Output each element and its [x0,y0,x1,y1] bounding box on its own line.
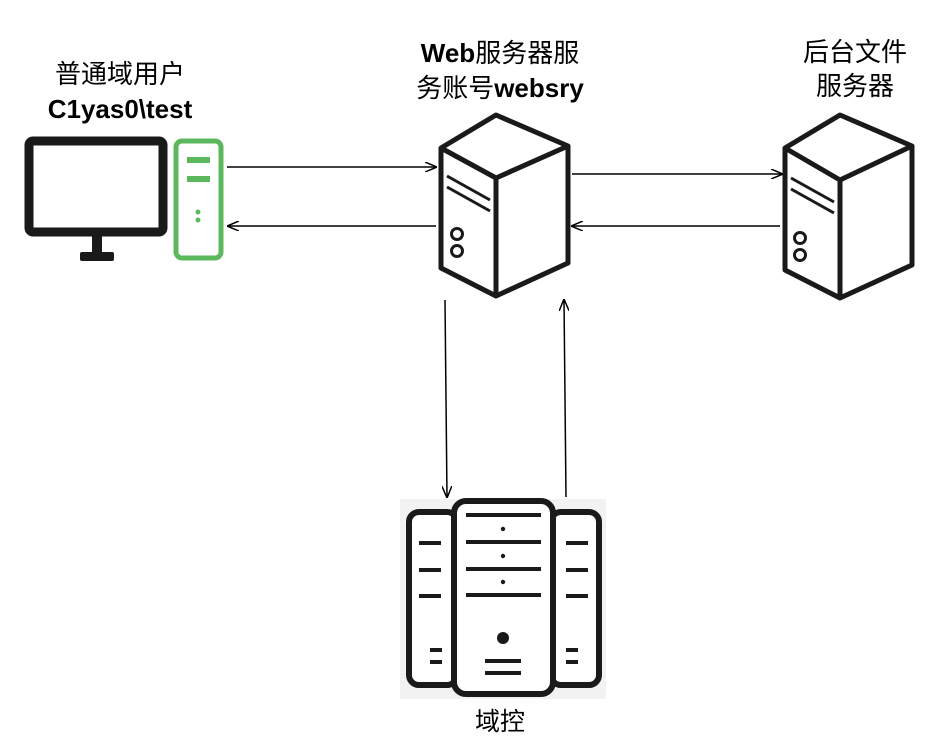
desktop-computer-icon [24,136,168,261]
client-label-line2: C1yas0\test [47,94,193,124]
domain-controller-label: 域控 [474,707,525,736]
web-server-label-account: websry [494,73,584,103]
web-server-label-line2-rest: 务账号 [416,74,495,104]
client-label: 普通域用户 C1yas0\test [20,58,220,126]
file-server-label-line2: 服务器 [815,72,894,102]
domain-controller-icon [400,498,606,699]
pc-tower-icon [173,138,224,261]
file-server-label: 后台文件 服务器 [770,36,932,104]
arrow-domain-controller-to-web [564,300,566,498]
web-server-label-web: Web [420,38,476,68]
file-server-icon [782,112,915,301]
web-server-label-line1-rest: 服务器服 [475,39,580,69]
client-label-line1: 普通域用户 [54,60,185,90]
web-server-label-line1: Web服务器服 [400,36,600,71]
web-server-icon [438,112,571,299]
web-server-label-line2: 务账号websry [400,71,600,106]
file-server-label-line1: 后台文件 [802,38,907,68]
arrow-web-to-domain-controller [445,299,447,497]
web-server-label: Web服务器服 务账号websry [400,36,600,106]
